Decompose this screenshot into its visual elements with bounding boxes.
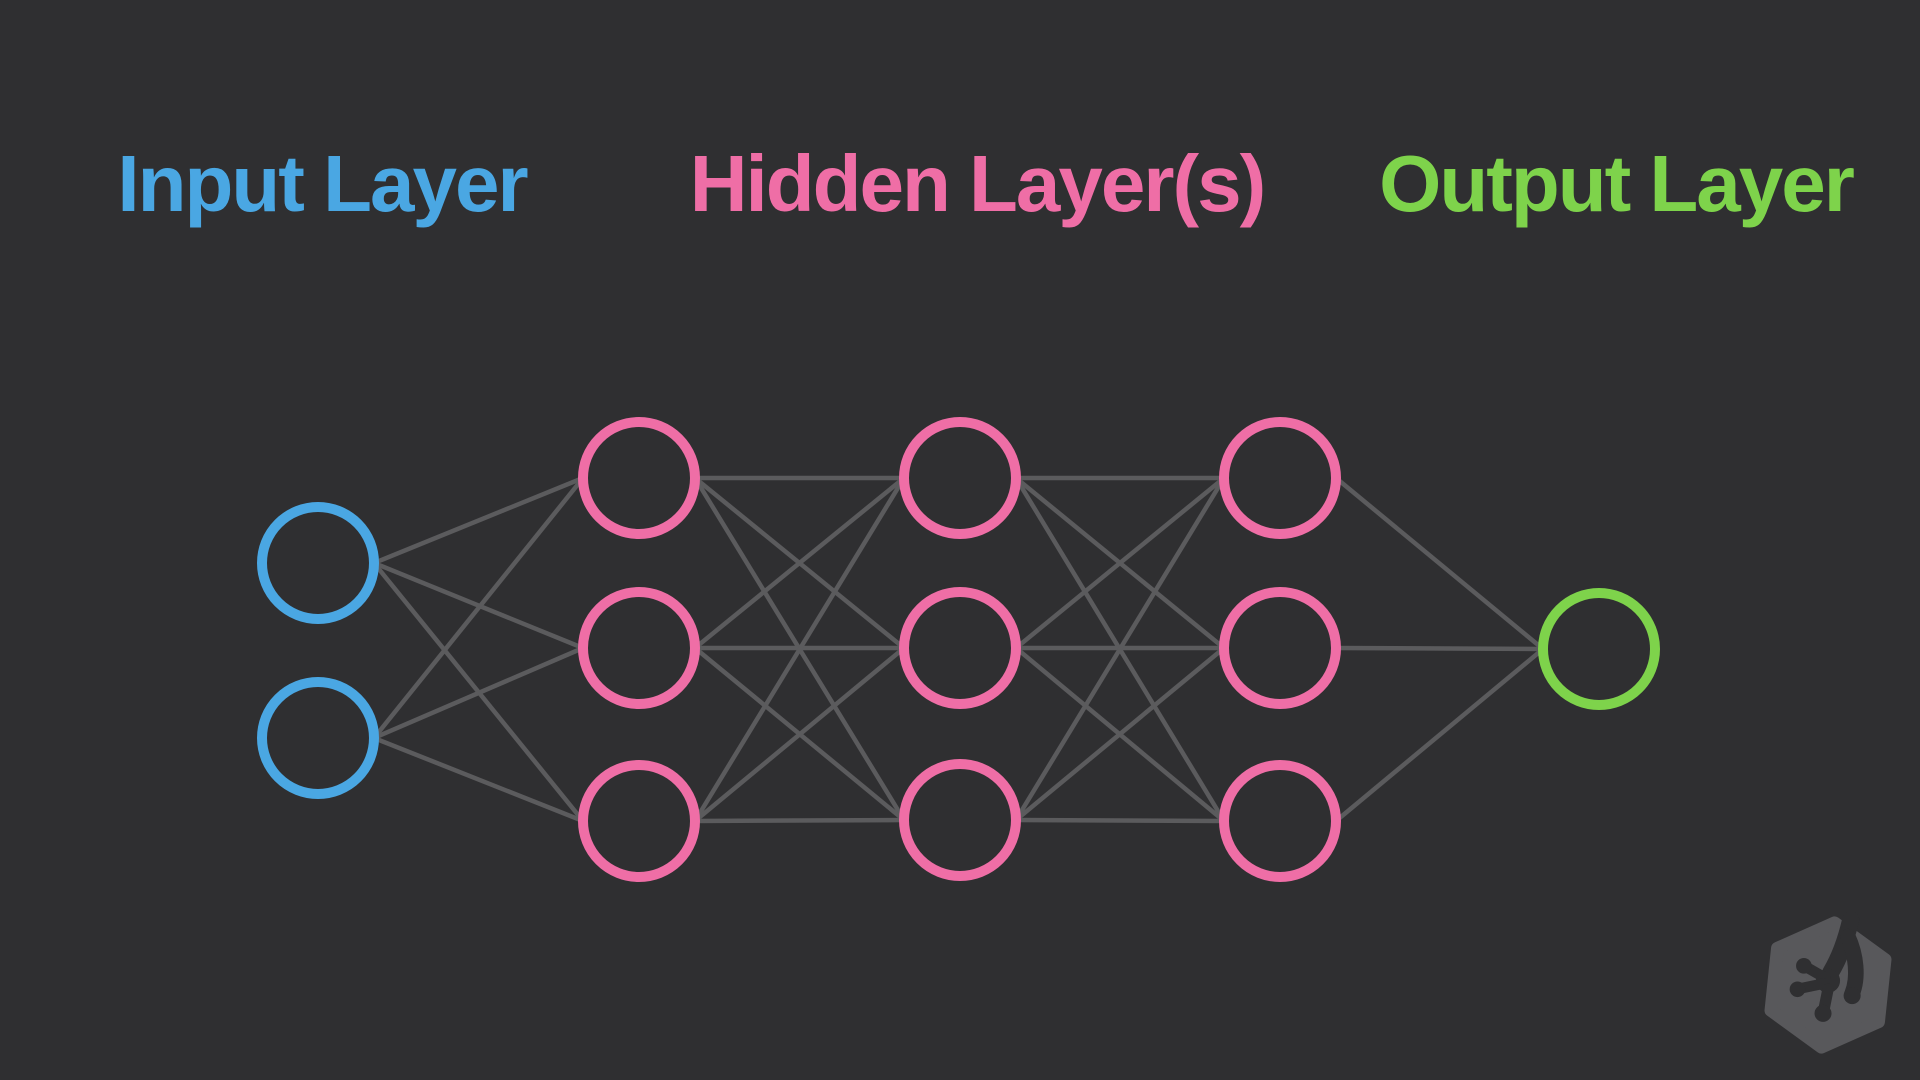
connection-edge [373, 475, 584, 566]
connection-edge [693, 476, 906, 650]
connection-edge [1014, 646, 1226, 822]
connection-edge [1015, 817, 1225, 824]
hidden-2-node [899, 417, 1021, 539]
connection-edge [693, 646, 906, 823]
connection-edge [373, 735, 584, 824]
hidden-2-node [899, 759, 1021, 881]
hexagon-frog-footprint-logo [1764, 912, 1892, 1054]
hidden-1-node [578, 587, 700, 709]
input-layer-label: Input Layer [117, 139, 528, 228]
hidden-3-node [1219, 587, 1341, 709]
connection-edge [1014, 476, 1226, 822]
connection-edge [1334, 647, 1545, 823]
hidden-2-node [899, 587, 1021, 709]
connection-edge [694, 817, 905, 824]
hidden-1-node [578, 417, 700, 539]
connection-edge [373, 645, 584, 741]
connection-edge [1335, 645, 1544, 652]
connection-edge [372, 476, 585, 740]
connection-edge [693, 476, 906, 823]
hidden-1-node [578, 760, 700, 882]
input-node [257, 677, 379, 799]
output-node [1538, 588, 1660, 710]
output-layer-label: Output Layer [1379, 139, 1855, 228]
connection-edge [1014, 476, 1226, 650]
logo-footprint-cutout [1789, 912, 1864, 1022]
hidden-3-node [1219, 760, 1341, 882]
hidden-layer-label: Hidden Layer(s) [689, 139, 1267, 228]
connection-edge [1334, 476, 1545, 651]
input-node [257, 502, 379, 624]
hidden-3-node [1219, 417, 1341, 539]
